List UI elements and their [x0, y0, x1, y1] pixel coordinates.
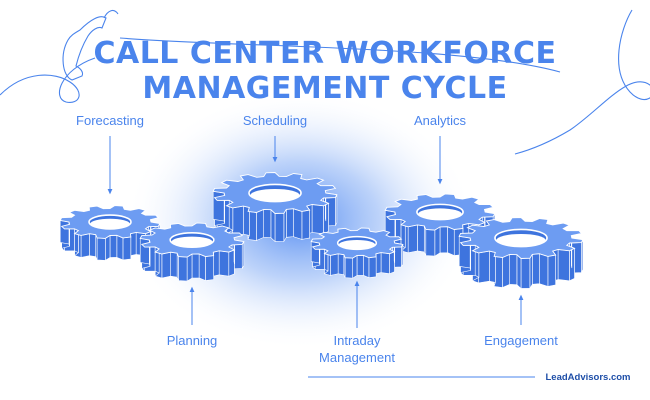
gear-scheduling-side [270, 209, 276, 243]
gear-forecasting-hub-opening [90, 218, 130, 229]
gear-scheduling-side [263, 209, 272, 239]
gear-intraday-side [375, 252, 382, 275]
gear-planning-side [186, 253, 193, 282]
gear-analytics-side [447, 226, 455, 256]
handset-cord-line [103, 9, 119, 19]
title-line-1: CALL CENTER WORKFORCE [93, 36, 556, 71]
gear-planning-side [139, 238, 150, 265]
gear-scheduling-hub-opening [250, 188, 300, 202]
gear-intraday-side [330, 253, 339, 276]
stage-label-intraday-line2: Management [319, 350, 395, 365]
gear-intraday-side [362, 254, 370, 279]
gear-planning-side [198, 253, 206, 282]
gear-planning-side [213, 250, 220, 277]
gear-scheduling-side [292, 208, 303, 240]
gear-scheduling-side [283, 208, 287, 243]
top-left-swirl-line [0, 57, 96, 103]
gear-intraday-side [352, 254, 358, 279]
gear-engagement-side [478, 250, 490, 284]
gear-planning-hub-opening [171, 236, 213, 247]
gear-analytics-hub-opening [418, 208, 462, 220]
connector-arrows [107, 136, 524, 328]
gear-intraday-side [380, 252, 390, 275]
gear-forecasting-side [96, 237, 106, 261]
gear-intraday-side [389, 251, 395, 275]
gear-planning-side [170, 251, 178, 278]
gear-planning-side [205, 255, 214, 281]
title-line-2: MANAGEMENT CYCLE [142, 71, 507, 106]
gear-analytics-side [407, 224, 418, 254]
right-swirl-line [514, 9, 650, 155]
gear-intraday-side [356, 254, 364, 276]
gear-planning-side [218, 250, 230, 277]
gear-forecasting-side [59, 220, 70, 245]
gear-forecasting-side [130, 232, 137, 257]
gear-engagement-side [529, 253, 533, 290]
gear-scheduling-side [256, 208, 264, 241]
gear-analytics [384, 193, 496, 257]
gear-forecasting-side [116, 234, 124, 261]
stage-label-analytics: Analytics [414, 113, 467, 128]
gear-intraday [310, 227, 404, 279]
gear-scheduling-side [301, 209, 310, 240]
gear-engagement-side [502, 253, 510, 288]
gear-planning [139, 222, 245, 282]
gear-intraday-side [310, 241, 320, 264]
stage-label-intraday-line1: Intraday [334, 333, 381, 348]
gear-engagement-hub-opening [496, 233, 546, 247]
gear-scheduling-side [232, 205, 244, 237]
gear-engagement-side [520, 257, 531, 289]
gear-scheduling-side [311, 204, 324, 235]
gear-intraday-side [337, 253, 345, 276]
gear-intraday-side [344, 257, 353, 279]
gear-engagement-side [538, 253, 549, 287]
stage-label-forecasting: Forecasting [76, 113, 144, 128]
gear-scheduling [212, 172, 338, 243]
gear-engagement-side [509, 254, 518, 286]
brand-logo-text: LeadAdvisors.com [546, 372, 631, 383]
gear-intraday-side [368, 256, 377, 279]
gear-scheduling-side [274, 212, 285, 242]
gear-planning-side [191, 253, 200, 279]
gear-engagement-side [547, 254, 556, 287]
gear-forecasting-side [80, 233, 90, 258]
telephone-handset-icon [62, 16, 107, 81]
gear-engagement-side [532, 253, 540, 285]
gear-intraday-hub-opening [338, 240, 376, 250]
gear-planning-side [228, 249, 235, 277]
gear-forecasting-side [104, 234, 111, 261]
gear-scheduling-side [286, 208, 294, 238]
gear-planning-side [161, 251, 171, 279]
gear-engagement-side [557, 249, 570, 282]
gear-engagement [458, 217, 584, 290]
gear-forecasting-side [109, 235, 118, 258]
gear-forecasting-side [89, 233, 97, 258]
gear-engagement-side [516, 254, 522, 290]
stage-label-engagement: Engagement [484, 333, 558, 348]
gear-analytics-side [439, 226, 448, 254]
title-underline-arc [119, 37, 561, 73]
gear-analytics-side [434, 226, 441, 257]
gears-group [59, 172, 584, 290]
gear-planning-side [178, 256, 188, 282]
gear-forecasting-side [122, 236, 132, 261]
stage-label-scheduling: Scheduling [243, 113, 307, 128]
stage-label-planning: Planning [167, 333, 218, 348]
gear-analytics-side [417, 224, 425, 253]
gear-analytics-side [425, 229, 436, 257]
